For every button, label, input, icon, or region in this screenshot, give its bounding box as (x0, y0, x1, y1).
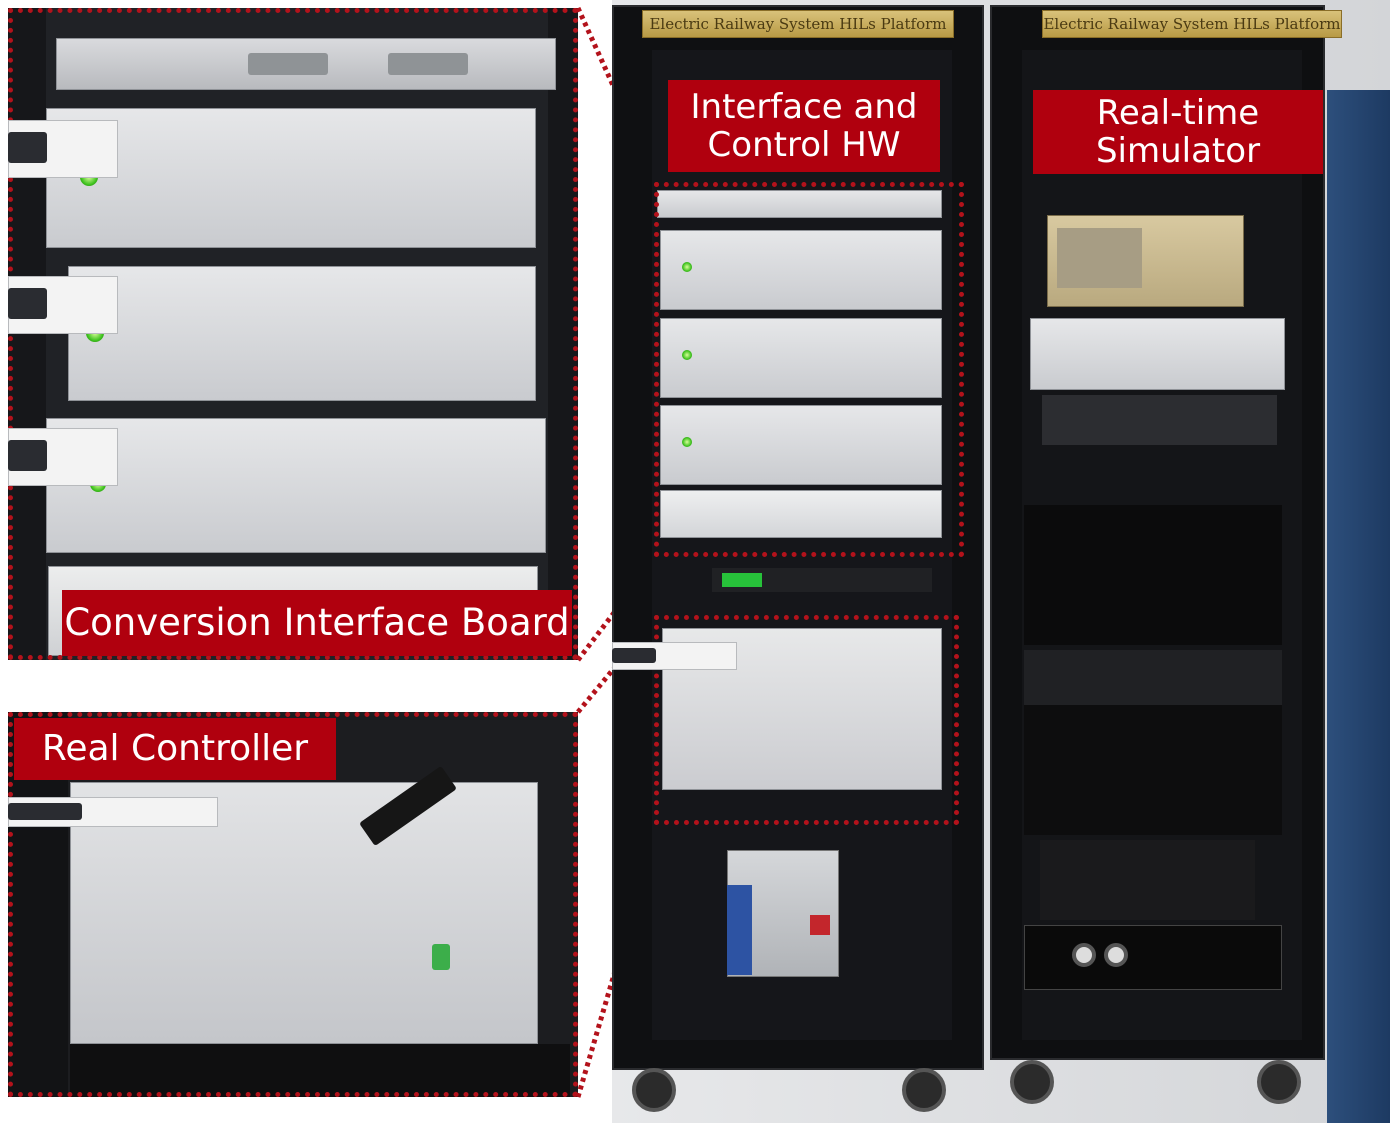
connector (612, 647, 656, 663)
cabinet-photo: Electric Railway System HILs Platform El… (612, 0, 1390, 1123)
connector (8, 439, 47, 472)
connector (8, 131, 47, 164)
connector (8, 287, 47, 320)
connector (8, 803, 82, 820)
right-cabinet-plaque: Electric Railway System HILs Platform (1042, 10, 1342, 38)
simulator-label: Real-time Simulator (1033, 90, 1323, 174)
interface-hw-label: Interface and Control HW (668, 80, 940, 172)
conversion-board-label: Conversion Interface Board (62, 590, 572, 656)
real-controller-label: Real Controller (14, 718, 336, 780)
left-cabinet-plaque: Electric Railway System HILs Platform (642, 10, 954, 38)
conversion-board-photo (8, 8, 578, 660)
